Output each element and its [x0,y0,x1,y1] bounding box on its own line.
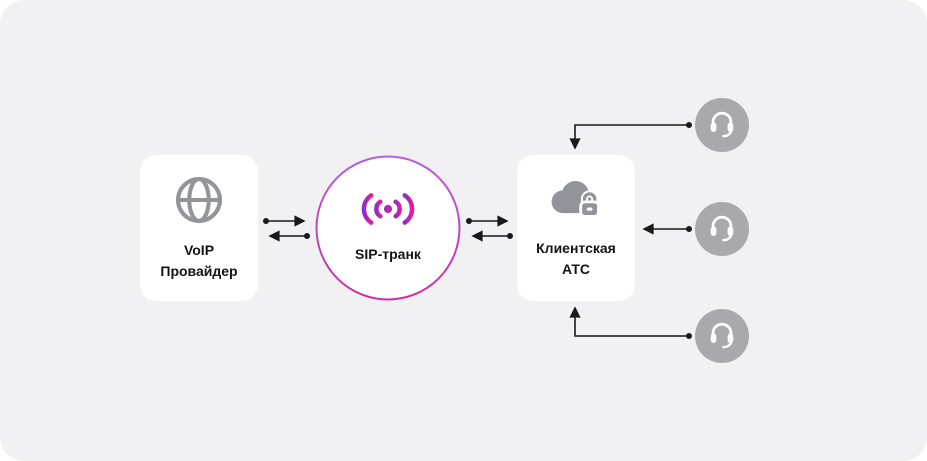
operator-node-2 [695,202,749,256]
signal-waves-icon [359,192,417,231]
headset-icon [707,108,737,143]
voip-provider-node: VoIP Провайдер [140,155,258,301]
sip-trunk-ring [315,155,461,301]
client-pbx-node: Клиентская АТС [517,155,635,301]
sip-trunk-node: SIP-транк [315,155,461,301]
cloud-lock-icon [546,176,606,229]
sip-trunk-label: SIP-транк [355,245,421,262]
headset-icon [707,212,737,247]
globe-icon [173,174,225,231]
voip-provider-label: VoIP Провайдер [160,242,238,279]
client-pbx-label: Клиентская АТС [536,240,616,277]
operator-node-1 [695,98,749,152]
headset-icon [707,319,737,354]
operator-node-3 [695,309,749,363]
